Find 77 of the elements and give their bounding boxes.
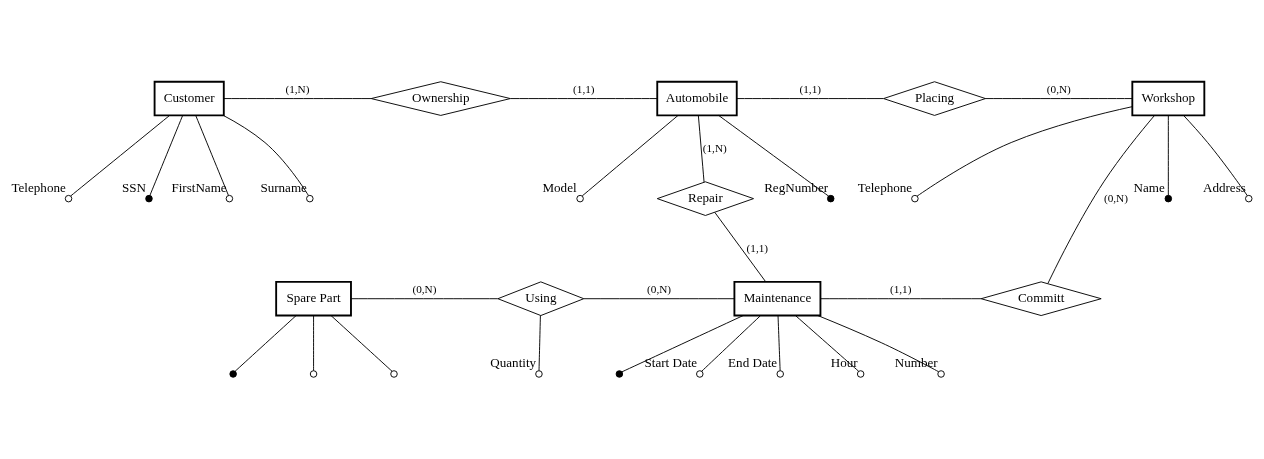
connector [313, 315, 315, 372]
connector [1167, 115, 1169, 196]
connector [223, 98, 372, 100]
node-box: Maintenance [733, 280, 822, 317]
connector [718, 115, 829, 197]
node-dot [1164, 194, 1173, 203]
connector [538, 315, 541, 372]
node-box: Spare Part [275, 280, 352, 317]
node-circle [535, 370, 543, 378]
connector [714, 211, 767, 283]
edge-label: (1,1) [573, 82, 595, 95]
edge-label: (1,N) [702, 141, 727, 154]
connector [70, 115, 170, 197]
node-circle [390, 370, 398, 378]
node-circle [937, 370, 945, 378]
edge-label: (0,N) [647, 282, 672, 295]
connector [795, 315, 860, 372]
connector [621, 315, 744, 373]
connector [817, 315, 939, 373]
edge-label: (1,1) [889, 282, 912, 295]
connector [777, 315, 781, 372]
connector [234, 315, 297, 372]
connector [701, 315, 762, 372]
connector [820, 298, 982, 300]
node-box: Workshop [1131, 80, 1206, 117]
node-circle [309, 370, 318, 378]
node-label: End Date [728, 355, 778, 371]
node-label: Address [1203, 179, 1246, 195]
node-dot [145, 194, 153, 203]
connector [1183, 115, 1248, 196]
node-circle [856, 370, 865, 378]
node-diamond: Repair [656, 181, 754, 216]
connector [581, 115, 679, 197]
edge-label: (1,1) [799, 82, 822, 95]
connector [916, 106, 1133, 197]
node-diamond: Using [497, 281, 585, 316]
connector [195, 115, 229, 196]
connector [350, 298, 499, 300]
edge-label: (1,1) [746, 241, 769, 254]
node-label: Surname [260, 179, 307, 195]
node-circle [911, 194, 919, 203]
node-label: Model [542, 179, 577, 195]
node-circle [696, 370, 704, 378]
node-box: Customer [153, 80, 225, 117]
node-dot [615, 370, 624, 378]
connector [509, 98, 658, 100]
connector [330, 315, 393, 372]
node-dot [827, 194, 835, 203]
node-label: Name [1133, 179, 1165, 195]
connector [736, 98, 884, 100]
node-diamond: Placing [883, 81, 986, 116]
connector [1047, 115, 1155, 284]
edge-label: (0,N) [1046, 82, 1071, 95]
node-circle [306, 194, 314, 203]
node-dot [229, 370, 237, 378]
node-circle [576, 194, 584, 203]
node-circle [1245, 194, 1253, 203]
connector [984, 98, 1133, 100]
node-label: Quantity [490, 355, 537, 371]
node-label: Telephone [11, 179, 66, 195]
node-label: Telephone [857, 179, 913, 195]
node-label: Start Date [644, 355, 698, 371]
node-diamond: Committ [980, 281, 1102, 316]
connector [149, 115, 183, 196]
node-label: SSN [122, 179, 147, 195]
node-circle [64, 194, 73, 203]
connector [583, 298, 735, 300]
edge-label: (1,N) [285, 82, 310, 95]
connector [222, 114, 309, 196]
node-circle [776, 370, 784, 378]
edge-label: (0,N) [412, 282, 437, 295]
node-circle [225, 194, 234, 203]
edge-label: (0,N) [1103, 191, 1128, 204]
node-label: FirstName [171, 179, 227, 195]
node-diamond: Ownership [370, 81, 511, 116]
node-box: Automobile [656, 80, 738, 117]
connector [697, 115, 705, 183]
